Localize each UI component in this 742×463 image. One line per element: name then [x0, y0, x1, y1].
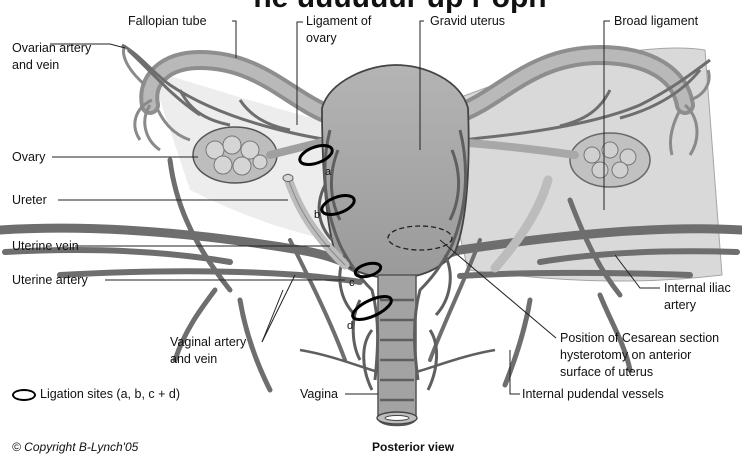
ligation-letter-b: b	[314, 208, 320, 223]
ligation-letter-a: a	[325, 165, 331, 180]
label-cesarean-line1: Position of Cesarean section	[560, 331, 719, 346]
label-internal-iliac-line2: artery	[664, 298, 696, 313]
ligation-key-text: Ligation sites (a, b, c + d)	[40, 387, 180, 401]
ligation-letter-d: d	[347, 319, 353, 334]
label-vaginal-artery-line1: Vaginal artery	[170, 335, 246, 350]
copyright: © Copyright B-Lynch'05	[12, 440, 138, 454]
label-cesarean-line2: hysterotomy on anterior	[560, 348, 691, 363]
ligation-key-icon	[12, 389, 36, 401]
ligation-key: Ligation sites (a, b, c + d)	[12, 387, 180, 402]
label-ligament-of-ovary-line2: ovary	[306, 31, 337, 46]
label-gravid-uterus: Gravid uterus	[430, 14, 505, 29]
label-internal-pudendal: Internal pudendal vessels	[522, 387, 664, 402]
label-ovarian-artery-line2: and vein	[12, 58, 59, 73]
label-ovarian-artery-line1: Ovarian artery	[12, 41, 91, 56]
label-broad-ligament: Broad ligament	[614, 14, 698, 29]
label-vaginal-artery-line2: and vein	[170, 352, 217, 367]
page-title: ne uuuuuur up r opn	[190, 0, 610, 15]
ligation-letter-c: c	[349, 276, 355, 291]
label-ureter: Ureter	[12, 193, 47, 208]
ovary-right	[570, 133, 650, 187]
view-caption: Posterior view	[372, 440, 454, 454]
label-fallopian-tube: Fallopian tube	[128, 14, 207, 29]
label-uterine-vein: Uterine vein	[12, 239, 79, 254]
label-internal-iliac-line1: Internal iliac	[664, 281, 731, 296]
label-vagina: Vagina	[300, 387, 338, 402]
label-cesarean-line3: surface of uterus	[560, 365, 653, 380]
label-uterine-artery: Uterine artery	[12, 273, 88, 288]
ovary-left	[193, 127, 277, 183]
label-ligament-of-ovary-line1: Ligament of	[306, 14, 371, 29]
label-ovary: Ovary	[12, 150, 45, 165]
